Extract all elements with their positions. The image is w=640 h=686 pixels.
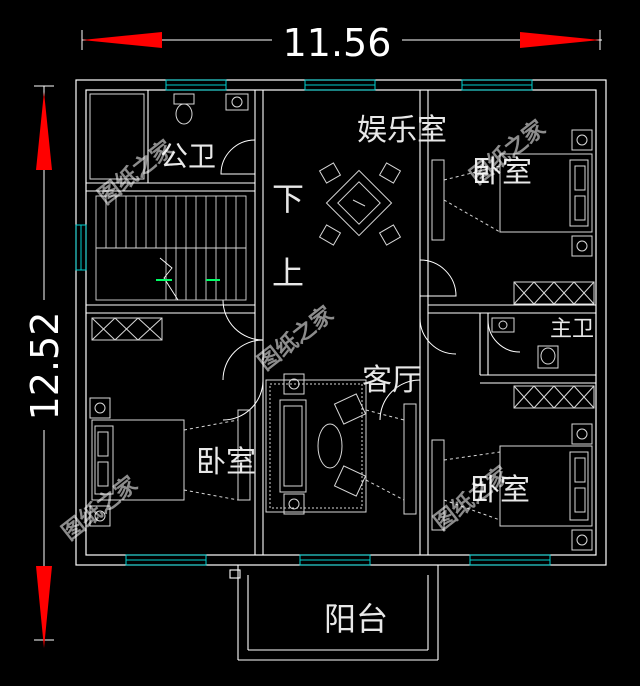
room-label-living: 客厅 bbox=[362, 363, 422, 398]
room-label-bedroom-ne: 卧室 bbox=[472, 155, 532, 190]
living-sofa-set bbox=[265, 373, 417, 515]
shared-bath-fixtures bbox=[89, 93, 249, 180]
room-label-shared-bath: 公卫 bbox=[160, 140, 216, 173]
bed-icon bbox=[91, 419, 185, 501]
windows bbox=[75, 79, 551, 566]
dimension-left: 12.52 bbox=[23, 85, 67, 648]
bedroom-ne-furniture bbox=[431, 129, 595, 305]
shower-tray-icon bbox=[89, 93, 145, 180]
coffee-table-icon bbox=[317, 423, 343, 469]
dimension-height-label: 12.52 bbox=[23, 312, 67, 421]
room-label-balcony: 阳台 bbox=[324, 600, 388, 638]
sink-icon bbox=[491, 317, 515, 333]
tv-cabinet-icon bbox=[403, 403, 417, 515]
sink-icon bbox=[225, 93, 249, 111]
room-label-bedroom-se: 卧室 bbox=[470, 473, 530, 508]
mahjong-table bbox=[318, 162, 402, 246]
balcony-outline bbox=[229, 565, 439, 661]
bedroom-se-furniture bbox=[431, 385, 595, 551]
bed-icon bbox=[499, 445, 593, 527]
armchair-icon bbox=[333, 465, 367, 497]
armchair-icon bbox=[333, 393, 367, 425]
dimension-width-label: 11.56 bbox=[283, 21, 392, 65]
sofa-icon bbox=[279, 399, 307, 493]
dimension-top: 11.56 bbox=[81, 21, 602, 65]
arrow-right-icon bbox=[520, 32, 600, 48]
wardrobe-icon bbox=[91, 317, 163, 341]
staircase bbox=[95, 195, 247, 301]
arrow-up-icon bbox=[36, 92, 52, 170]
nightstand-icon bbox=[89, 397, 111, 419]
nightstand-icon bbox=[571, 129, 593, 151]
room-label-bedroom-w: 卧室 bbox=[196, 445, 256, 480]
stair-label-up: 上 bbox=[272, 254, 304, 292]
master-bath-fixtures bbox=[491, 317, 559, 369]
bed-icon bbox=[499, 153, 593, 233]
nightstand-icon bbox=[571, 423, 593, 445]
bedroom-w-furniture bbox=[89, 317, 251, 527]
room-label-master-bath: 主卫 bbox=[550, 317, 594, 342]
stair-label-down: 下 bbox=[272, 180, 304, 218]
arrow-left-icon bbox=[82, 32, 162, 48]
toilet-icon bbox=[537, 345, 559, 369]
room-label-entertainment: 娱乐室 bbox=[357, 113, 447, 148]
doors bbox=[220, 139, 521, 421]
arrow-down-icon bbox=[36, 566, 52, 648]
tv-cabinet-icon bbox=[237, 409, 251, 501]
